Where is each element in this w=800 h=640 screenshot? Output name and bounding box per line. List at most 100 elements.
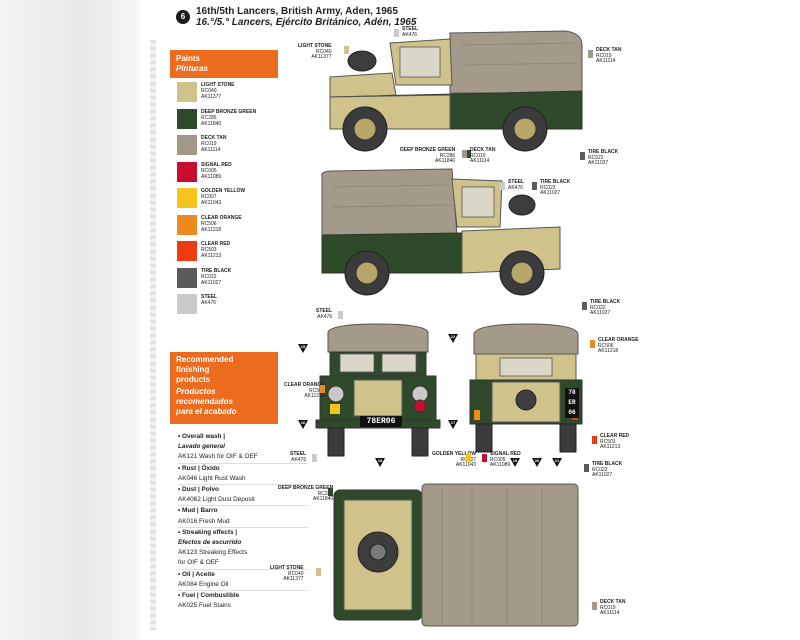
callout-code-2: AK11840 — [435, 158, 456, 165]
paints-header: Paints Pinturas — [170, 50, 278, 78]
callout-code-2: AK11377 — [311, 54, 332, 61]
step-marker-label: 19 — [512, 458, 518, 463]
callout-code-1: RC019 — [600, 604, 616, 611]
callout-color-chip — [592, 436, 597, 444]
finishing-header-en3: products — [176, 375, 211, 384]
callout-name: DEEP BRONZE GREEN — [400, 147, 456, 153]
color-swatch — [177, 108, 197, 129]
title-english: 16th/5th Lancers, British Army, Aden, 19… — [196, 6, 398, 17]
paint-code-1: RC040 — [201, 88, 217, 94]
callout-name: DECK TAN — [470, 147, 496, 153]
callout-name: LIGHT STONE — [298, 43, 332, 49]
finishing-row: AK084 Engine Oil — [178, 580, 229, 588]
callout-color-chip — [466, 454, 471, 462]
callout-name: TIRE BLACK — [588, 149, 619, 155]
decorative-strip — [150, 40, 156, 630]
side-view-mid — [321, 168, 561, 296]
paints-header-en: Paints — [176, 54, 201, 63]
callout-color-chip — [588, 50, 593, 58]
callout-code-1: RC040 — [315, 48, 332, 55]
finishing-row: Efectos de escurrido — [178, 539, 242, 547]
finishing-header: Recommended finishing products Productos… — [170, 352, 278, 424]
step-marker-label: 18 — [377, 458, 383, 463]
step-marker-label: 17 — [450, 420, 456, 425]
callout-code-2: AK11840 — [313, 496, 334, 503]
callout-color-chip — [316, 568, 321, 576]
finishing-row: • Mud | Barro — [178, 505, 308, 516]
finishing-row: • Fuel | Combustible — [178, 590, 308, 601]
paint-name: LIGHT STONE — [201, 82, 235, 88]
body-green-mid — [321, 232, 463, 274]
step-marker-label: 20 — [534, 458, 540, 463]
callout-code-1: AK476 — [508, 184, 524, 191]
canopy-front — [327, 323, 429, 353]
rear-plate-line2: ER — [568, 399, 576, 406]
color-swatch — [177, 135, 197, 155]
callout-code-1: RC286 — [439, 152, 456, 159]
step-badge: 6 — [176, 10, 190, 24]
paint-name: CLEAR ORANGE — [201, 214, 242, 221]
left-headlight — [327, 385, 345, 403]
step-marker: 18 — [375, 458, 385, 467]
step-marker-label: 21 — [554, 458, 560, 463]
callout-code-2: AK11218 — [304, 393, 325, 400]
paint-name: STEEL — [201, 294, 218, 300]
callout-code-1: AK476 — [317, 313, 333, 320]
step-marker-label: 22 — [450, 334, 456, 339]
callout-code-2: AK11218 — [598, 348, 619, 355]
callout-color-chip — [590, 340, 595, 348]
side-view-top — [329, 30, 583, 152]
paint-code-2: AK11218 — [201, 226, 222, 233]
step-marker: 17 — [448, 420, 458, 429]
callout-code-1: RC005 — [490, 456, 506, 463]
callout-color-chip — [338, 311, 343, 319]
callout-name: LIGHT STONE — [270, 565, 304, 571]
canopy-top — [449, 30, 583, 94]
callout-name: TIRE BLACK — [592, 461, 623, 467]
callout-code-1: RC019 — [470, 152, 486, 159]
title-spanish: 16.°/5.° Lancers, Ejército Británico, Ad… — [196, 17, 417, 28]
rear-plate-line1: 78 — [568, 389, 576, 396]
step-marker-label: 15 — [300, 344, 306, 349]
front-view — [315, 323, 441, 457]
paint-code-1: RC007 — [201, 194, 217, 200]
page-title: 16th/5th Lancers, British Army, Aden, 19… — [196, 6, 417, 28]
callout-name: DECK TAN — [596, 47, 622, 53]
callout-code-2: AK11027 — [540, 190, 561, 197]
callout-color-chip — [320, 385, 325, 393]
step-marker: 21 — [552, 458, 562, 467]
paint-code-2: AK11213 — [201, 253, 222, 259]
callout-code-1: RC040 — [287, 570, 304, 577]
finishing-row: • Streaking effects | — [178, 526, 308, 538]
callout-code-1: AK476 — [402, 31, 418, 38]
callout-code-1: RC022 — [592, 466, 608, 473]
step-marker: 15 — [298, 344, 308, 353]
finishing-header-en2: finishing — [176, 365, 210, 374]
callout-code-1: RC022 — [540, 184, 556, 191]
callout-name: CLEAR RED — [600, 433, 630, 439]
canopy-mid — [321, 168, 458, 238]
callout-name: DEEP BRONZE GREEN — [278, 485, 334, 491]
callout-code-1: RC022 — [588, 154, 604, 161]
callout-color-chip — [532, 182, 537, 190]
paint-name: SIGNAL RED — [201, 161, 232, 168]
finishing-row: AK123 Streaking Effects — [178, 549, 248, 557]
callout-name: TIRE BLACK — [540, 179, 571, 185]
rear-plate-line3: 06 — [568, 409, 576, 416]
finishing-row: AK016 Fresh Mud — [178, 517, 230, 525]
callout-color-chip — [462, 150, 467, 158]
paint-name: GOLDEN YELLOW — [201, 188, 246, 194]
callout-name: STEEL — [402, 26, 419, 32]
step-marker: 20 — [532, 458, 542, 467]
